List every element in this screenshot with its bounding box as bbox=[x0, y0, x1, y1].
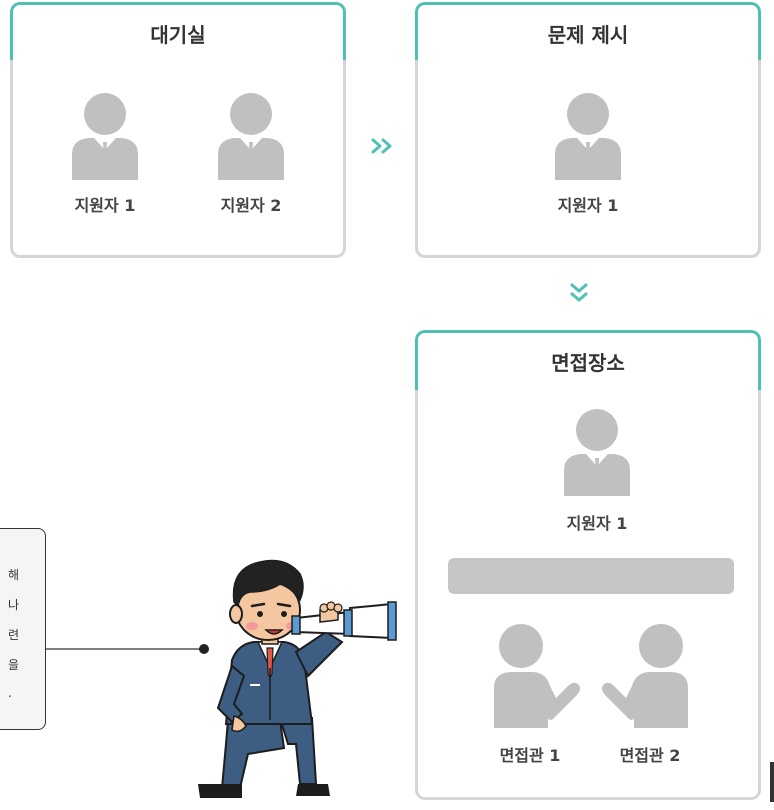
interviewer-2-label: 면접관 2 bbox=[619, 746, 681, 765]
note-line-1: 해 bbox=[8, 568, 20, 582]
problem-candidate-figure bbox=[555, 93, 621, 180]
candidate-2-figure bbox=[218, 93, 284, 180]
interviewer-1-label: 면접관 1 bbox=[499, 746, 561, 765]
candidate-2-label: 지원자 2 bbox=[220, 196, 282, 215]
interviewer-1-figure bbox=[494, 624, 580, 728]
note-box bbox=[0, 528, 46, 730]
arrow-right-icon bbox=[371, 138, 392, 154]
waiting-room-title: 대기실 bbox=[150, 23, 206, 47]
problem-title: 문제 제시 bbox=[547, 23, 629, 47]
problem-header: 문제 제시 bbox=[415, 2, 761, 60]
problem-candidate-label: 지원자 1 bbox=[557, 196, 619, 215]
interview-header: 면접장소 bbox=[415, 330, 761, 390]
waiting-room-header: 대기실 bbox=[10, 2, 346, 60]
note-line-4: 을 bbox=[8, 658, 20, 672]
interviewer-2-figure bbox=[602, 624, 688, 728]
candidate-1-figure bbox=[72, 93, 138, 180]
candidate-1-label: 지원자 1 bbox=[74, 196, 136, 215]
note-line-2: 나 bbox=[8, 598, 20, 612]
interview-title: 면접장소 bbox=[551, 351, 625, 375]
interview-candidate-figure bbox=[564, 409, 630, 496]
note-line-3: 련 bbox=[8, 628, 20, 642]
edge-mark bbox=[770, 762, 774, 802]
connector-line bbox=[46, 644, 209, 654]
note-line-5: . bbox=[8, 686, 12, 700]
interview-candidate-label: 지원자 1 bbox=[566, 514, 628, 533]
interview-table bbox=[448, 558, 734, 594]
businessman-telescope-illustration bbox=[198, 559, 397, 798]
arrow-down-icon bbox=[570, 283, 588, 302]
